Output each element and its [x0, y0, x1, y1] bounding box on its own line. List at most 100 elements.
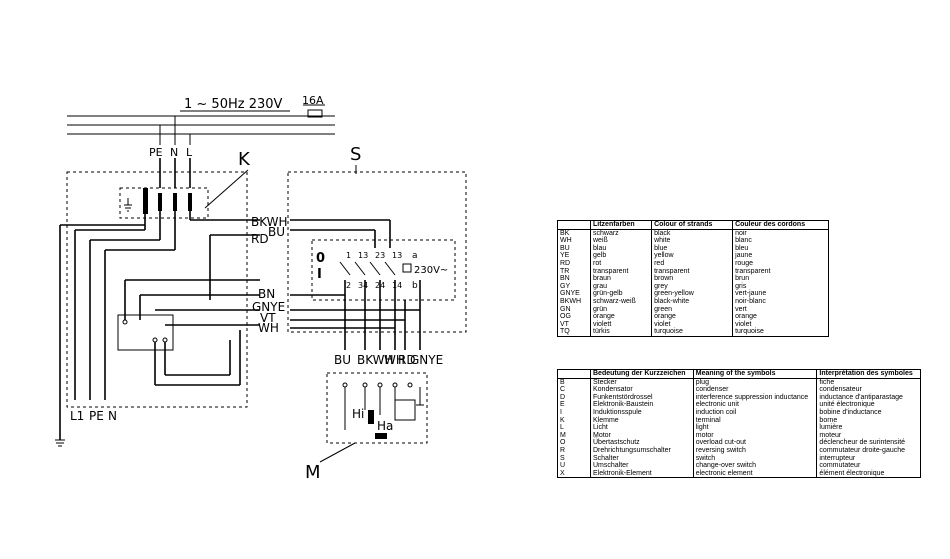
table-cell: blanc [735, 237, 752, 245]
table-cell: Licht [593, 424, 608, 432]
table-cell: vert-jaune [735, 290, 767, 298]
table-cell: R [560, 446, 566, 454]
table-cell: BK [560, 229, 570, 237]
table-header-cell: Couleur des cordons [732, 220, 829, 230]
wire-label-vt: VT [260, 311, 276, 325]
table-cell: lumière [819, 424, 843, 432]
switch-contact-34: 34 [358, 281, 368, 290]
switch-a-label: a [412, 251, 418, 261]
table-cell: M [560, 431, 566, 439]
switch-contact-1: 1 [346, 251, 351, 260]
fuse-label: 16A [302, 94, 324, 107]
table-cell: noir-blanc [735, 297, 766, 305]
switch-one-label: I [317, 267, 322, 282]
motor-wire-wh: WH [384, 353, 405, 367]
table-cell: brun [735, 275, 750, 283]
table-cell: Stecker [593, 378, 617, 386]
terminal-pe-label: PE [149, 146, 163, 159]
table-cell: brown [654, 275, 674, 283]
table-cell: electronic element [695, 469, 753, 477]
table-cell: inductance d'antiparastage [819, 393, 903, 401]
table-cell: Elektronik-Baustein [593, 401, 654, 409]
table-cell: Übertastschutz [593, 439, 640, 447]
table-cell: blue [654, 244, 668, 252]
table-cell: Klemme [593, 416, 619, 424]
table-cell: Kondensator [593, 386, 633, 394]
switch-b-label: b [412, 281, 418, 291]
table-header-cell [557, 369, 591, 379]
table-cell: gelb [593, 252, 607, 260]
switch-contact-2: 2 [346, 281, 351, 290]
terminal-n-label: N [170, 146, 178, 159]
table-cell: commutateur [819, 462, 861, 470]
table-cell: grün-gelb [593, 290, 623, 298]
table-cell: borne [819, 416, 838, 424]
table-cell: TQ [560, 328, 570, 336]
table-cell: violet [735, 320, 752, 328]
table-header-cell: Meaning of the symbols [692, 369, 818, 379]
table-cell: black [654, 229, 671, 237]
table-cell: interference suppression inductance [695, 393, 809, 401]
table-cell: yellow [654, 252, 674, 260]
table-cell: vert [735, 305, 747, 313]
table-cell: electronic unit [695, 401, 739, 409]
table-cell: fiche [819, 378, 835, 386]
table-cell: schwarz [593, 229, 619, 237]
table-cell: grau [593, 282, 608, 290]
table-cell: violett [593, 320, 612, 328]
table-cell: WH [560, 237, 572, 245]
table-cell: BKWH [560, 297, 581, 305]
table-cell: condensateur [819, 386, 862, 394]
table-cell: déclencheur de surintensité [819, 439, 906, 447]
table-cell: plug [695, 378, 709, 386]
table-cell: RD [560, 259, 571, 267]
table-cell: bobine d'inductance [819, 408, 882, 416]
motor-wire-rd: RD [398, 353, 416, 367]
table-cell: braun [593, 275, 611, 283]
motor-wire-bu: BU [334, 353, 351, 367]
table-cell: E [560, 401, 565, 409]
table-cell: rouge [735, 259, 753, 267]
table-cell: O [560, 439, 566, 447]
switch-contact-14: 14 [392, 281, 402, 290]
table-cell: commutateur droite-gauche [819, 446, 906, 454]
mains-l1-label: L1 [70, 409, 84, 423]
table-cell: bleu [735, 244, 749, 252]
table-cell: YE [560, 252, 570, 260]
wire-label-bu: BU [268, 225, 285, 239]
table-cell: GN [560, 305, 571, 313]
switch-voltage-label: 230V~ [414, 265, 448, 276]
table-cell: grey [654, 282, 668, 290]
table-cell: reversing switch [695, 446, 746, 454]
supply-label: 1 ~ 50Hz 230V [184, 97, 283, 112]
table-cell: unité électronique [819, 401, 875, 409]
mains-n-label: N [108, 409, 117, 423]
table-cell: weiß [593, 237, 608, 245]
table-cell: terminal [695, 416, 721, 424]
table-cell: orange [593, 313, 615, 321]
terminal-l-label: L [186, 146, 193, 159]
table-cell: türkis [593, 328, 610, 336]
table-cell: overload cut-out [695, 439, 746, 447]
table-header-cell: Litzenfarben [589, 220, 653, 230]
table-cell: Motor [593, 431, 611, 439]
table-cell: violet [654, 320, 671, 328]
table-cell: VT [560, 320, 569, 328]
wire-label-rd: RD [251, 232, 269, 246]
table-cell: I [560, 408, 562, 416]
table-cell: GY [560, 282, 571, 290]
table-cell: green-yellow [654, 290, 694, 298]
table-cell: light [695, 424, 709, 432]
table-cell: schwarz-weiß [593, 297, 636, 305]
table-cell: OG [560, 313, 571, 321]
table-cell: Umschalter [593, 462, 629, 470]
